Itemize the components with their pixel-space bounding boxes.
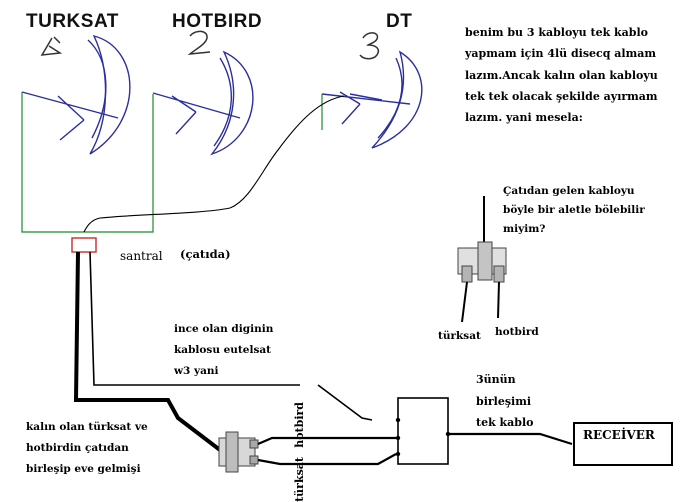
catida-label: (çatıda) xyxy=(180,247,231,261)
santral-box xyxy=(71,237,97,253)
dish-turksat-icon xyxy=(21,34,131,155)
question-line: miyim? xyxy=(503,223,546,235)
thick-cable-note: kalın olan türksat ve hotbirdin çatıdan … xyxy=(26,417,148,480)
combined-note: 3ünün birleşimi tek kablo xyxy=(476,369,534,434)
note-line: ince olan diginin xyxy=(174,323,274,335)
note-line: birleşip eve gelmişi xyxy=(26,463,141,475)
note-line: birleşimi xyxy=(476,394,532,408)
question-line: Çatıdan gelen kabloyu xyxy=(503,185,635,197)
question-line: böyle bir aletle bölebilir xyxy=(503,204,645,216)
main-note: benim bu 3 kabloyu tek kablo yapmam için… xyxy=(465,26,658,125)
note-line: hotbirdin çatıdan xyxy=(26,442,129,454)
number-2-sketch xyxy=(187,30,211,55)
splitter-turksat-label: türksat xyxy=(438,330,481,342)
cable-turksat-label: türksat xyxy=(293,457,306,502)
cable-hotbird-label-wrap: hotbird xyxy=(293,402,307,452)
cable-hotbird-label: hotbird xyxy=(293,402,306,448)
note-line: kalın olan türksat ve xyxy=(26,421,148,433)
thin-cable-dt xyxy=(89,251,373,421)
turksat-title: TURKSAT xyxy=(26,11,119,32)
note-line: kablosu eutelsat xyxy=(174,344,272,356)
note-line: w3 yani xyxy=(174,365,219,377)
hotbird-title: HOTBIRD xyxy=(172,11,263,32)
splitter-hotbird-label: hotbird xyxy=(495,326,539,338)
number-3-sketch xyxy=(359,32,380,60)
dt-cable xyxy=(83,95,345,233)
dt-title: DT xyxy=(386,11,413,32)
dish-dt-icon xyxy=(321,50,423,149)
note-line: 3ünün xyxy=(476,373,516,386)
thin-cable-note: ince olan diginin kablosu eutelsat w3 ya… xyxy=(174,319,273,382)
splitter-turksat-cable xyxy=(257,453,397,466)
splitter-bottom-icon xyxy=(218,431,259,473)
output-cable xyxy=(448,432,573,446)
santral-label: santral xyxy=(120,249,163,263)
green-cables xyxy=(21,92,323,233)
diseqc-box xyxy=(397,397,449,465)
receiver-box: RECEİVER xyxy=(573,422,673,466)
number-1-sketch xyxy=(40,36,63,56)
note-line: tek kablo xyxy=(476,416,534,429)
receiver-label: RECEİVER xyxy=(583,428,655,442)
cable-turksat-label-wrap: türksat xyxy=(293,457,307,502)
thick-cable xyxy=(73,251,222,452)
dish-hotbird-icon xyxy=(152,50,254,156)
splitter-sample-icon xyxy=(457,196,507,323)
splitter-hotbird-cable xyxy=(257,436,396,446)
question-note: Çatıdan gelen kabloyu böyle bir aletle b… xyxy=(503,182,645,239)
